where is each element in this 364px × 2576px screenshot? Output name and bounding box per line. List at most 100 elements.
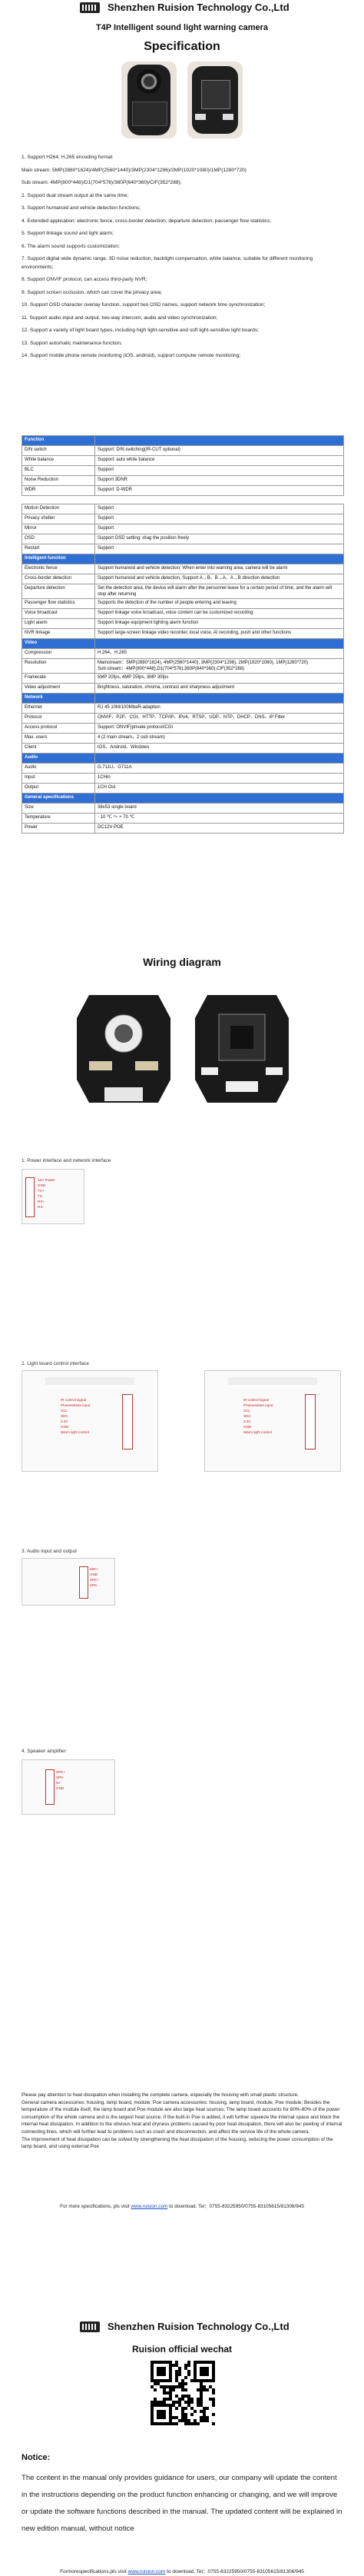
table-section-row: Network xyxy=(22,693,344,704)
table-gap-row xyxy=(22,496,344,504)
table-value: Support xyxy=(94,524,344,534)
wiring-label: TX+ xyxy=(38,1189,45,1193)
table-section-row: Audio xyxy=(22,753,344,764)
wechat-title: Ruision official wechat xyxy=(131,2344,233,2355)
table-key: Compression xyxy=(22,648,95,659)
table-value: Set the detection area, the device will … xyxy=(94,584,344,599)
table-key: Passenger flow statistics xyxy=(22,598,95,609)
feature-item: 2. Support dual stream output at the sam… xyxy=(22,192,129,198)
table-key: Max. users xyxy=(22,733,95,744)
table-key: D/N switch xyxy=(22,445,95,456)
product-image-front xyxy=(121,62,177,138)
wechat-qr-code[interactable] xyxy=(151,2361,215,2425)
feature-item: 1. Support H264, H.265 encoding format xyxy=(22,155,113,160)
table-key: Power xyxy=(22,823,95,834)
website-link[interactable]: www.ruision.com xyxy=(131,2204,168,2209)
table-row: Temperature- 10 ℃ ～ + 70 ℃ xyxy=(22,813,344,824)
table-key: Electronic fence xyxy=(22,564,95,574)
table-value: RJ 45 10M/100MbaR-adaption xyxy=(94,703,344,714)
table-key: White balance xyxy=(22,455,95,466)
table-key: Network xyxy=(22,693,95,704)
more-info-suffix: to download. Tel：0755-83225950/0755-8310… xyxy=(167,2204,304,2209)
heat-dissipation-note: Please pay attention to heat dissipation… xyxy=(22,2092,344,2151)
table-value: ONVIF、P2P、CGI、HTTP、TCP/IP、IPv4、RTSP、UDP、… xyxy=(94,713,344,724)
footer-website-link[interactable]: www.ruision.com xyxy=(127,2569,166,2574)
wiring-label: MIC+ xyxy=(90,1567,99,1571)
more-info-prefix: For more specifications, pls visit xyxy=(60,2204,131,2209)
table-value: Support humanoid and vehicle detection; … xyxy=(94,564,344,574)
table-key: BLC xyxy=(22,465,95,476)
table-value xyxy=(94,554,344,564)
table-value: Support xyxy=(94,544,344,554)
table-key: Access protocol xyxy=(22,723,95,734)
table-key: Noise Reduction xyxy=(22,475,95,486)
wiring-label: Warm light control xyxy=(243,1430,272,1434)
feature-item: 4. Extended application: electronic fenc… xyxy=(22,218,272,224)
table-section-row: Intelligent function xyxy=(22,554,344,564)
notice-body: The content in the manual only provides … xyxy=(22,2474,342,2533)
table-key: Output xyxy=(22,783,95,794)
table-key: Audio xyxy=(22,753,95,764)
table-value: 1CH Out xyxy=(94,783,344,794)
table-value: G.711U、G711A xyxy=(94,763,344,774)
table-key: Resolution xyxy=(22,658,95,674)
table-key: Protocol xyxy=(22,713,95,724)
wiring-label: 3.3V xyxy=(243,1419,251,1423)
feature-item: 8. Support ONVIF protocol, can access th… xyxy=(22,277,147,282)
table-value: Support OSD setting: drag the position f… xyxy=(94,534,344,544)
table-section-row: Function xyxy=(22,435,344,446)
table-key: Function xyxy=(22,435,95,446)
table-value: 38x53 single board xyxy=(94,803,344,814)
table-value xyxy=(94,693,344,704)
wiring-sub1: 1. Power interface and network interface xyxy=(22,1158,111,1163)
wiring-label: SCL xyxy=(243,1409,250,1413)
company-logo-2 xyxy=(80,2321,100,2332)
table-key: Input xyxy=(22,773,95,784)
table-value: 1CHin xyxy=(94,773,344,784)
footer-suffix: to download. Tel：0755-83225950/0755-8310… xyxy=(165,2569,304,2574)
table-key: Temperature xyxy=(22,813,95,824)
table-value: Mainstream：5MP(2880*1624), 4MP(2560*1440… xyxy=(94,658,344,674)
wiring-label: Photoresistor input xyxy=(61,1403,91,1407)
table-value: Support xyxy=(94,514,344,524)
feature-item: 5. Support linkage sound and light alarm… xyxy=(22,231,114,236)
wiring-label: 5V xyxy=(56,1781,61,1785)
wiring-label: GND xyxy=(56,1786,65,1790)
footer-prefix: Formorespecifications,pls visit xyxy=(60,2569,128,2574)
note-paragraph: General camera accessories: housing, lam… xyxy=(22,2099,342,2135)
table-value: - 10 ℃ ～ + 70 ℃ xyxy=(94,813,344,824)
feature-item: Sub stream: 4MP(800*448)/D1(704*576)/360… xyxy=(22,180,182,185)
table-value: Support xyxy=(94,465,344,476)
table-key: WDR xyxy=(22,485,95,496)
feature-item: 13. Support automatic maintenance functi… xyxy=(22,340,122,346)
table-key: OSD xyxy=(22,534,95,544)
table-key: Voice broadcast xyxy=(22,608,95,619)
feature-item: 9. Support screen occlusion, which can c… xyxy=(22,289,162,295)
table-key: Audio xyxy=(22,763,95,774)
table-key: Ethernet xyxy=(22,703,95,714)
table-value: Support 3DNR xyxy=(94,475,344,486)
wiring-sub2: 2. Light board control interface xyxy=(22,1361,89,1366)
table-value xyxy=(94,793,344,804)
table-value: Support linkage equipment lighting alarm… xyxy=(94,618,344,629)
